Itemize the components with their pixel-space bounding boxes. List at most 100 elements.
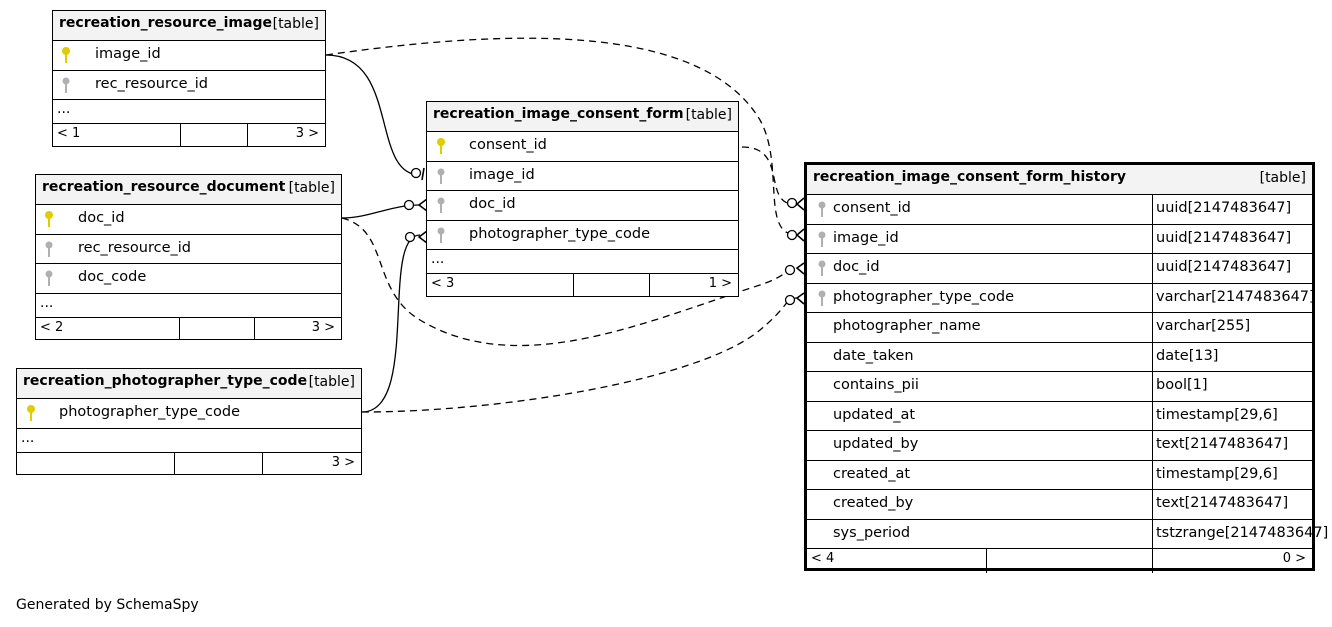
column-row[interactable]: sys_period tstzrange[2147483647] bbox=[807, 519, 1328, 549]
foreign-key-icon bbox=[437, 197, 445, 213]
column-row[interactable]: updated_at timestamp[29,6] bbox=[807, 401, 1312, 431]
column-type: bool[1] bbox=[1156, 377, 1208, 393]
table-recreation-resource-image[interactable]: recreation_resource_image [table] image_… bbox=[52, 10, 326, 147]
table-header: recreation_photographer_type_code [table… bbox=[17, 369, 361, 399]
column-row[interactable]: doc_code bbox=[36, 264, 341, 294]
column-name: doc_code bbox=[78, 269, 147, 285]
column-row[interactable]: photographer_type_code bbox=[427, 221, 738, 250]
table-type-label: [table] bbox=[288, 180, 335, 196]
more-columns: ... bbox=[427, 250, 738, 274]
column-type: text[2147483647] bbox=[1156, 436, 1289, 452]
cardinality-circle bbox=[786, 197, 798, 209]
table-recreation-image-consent-form-history[interactable]: recreation_image_consent_form_history [t… bbox=[804, 162, 1328, 573]
column-name: updated_at bbox=[833, 406, 916, 423]
column-name: photographer_type_code bbox=[469, 225, 651, 242]
parent-count: < 1 bbox=[57, 126, 81, 141]
column-row[interactable]: photographer_type_code bbox=[17, 399, 361, 429]
column-name: image_id bbox=[95, 46, 161, 62]
foreign-key-icon bbox=[437, 168, 445, 184]
link-image-to-history bbox=[325, 37, 798, 236]
child-count: 3 > bbox=[295, 126, 319, 141]
foreign-key-icon bbox=[62, 77, 70, 93]
table-name: recreation_image_consent_form_history bbox=[813, 169, 1126, 185]
column-row[interactable]: created_at timestamp[29,6] bbox=[807, 460, 1312, 490]
column-row[interactable]: image_id uuid[2147483647] bbox=[807, 224, 1312, 254]
column-type: date[13] bbox=[1156, 347, 1219, 364]
table-header: recreation_image_consent_form [table] bbox=[427, 102, 738, 132]
foreign-key-icon bbox=[818, 201, 826, 217]
column-type: uuid[2147483647] bbox=[1156, 229, 1292, 246]
table-recreation-image-consent-form[interactable]: recreation_image_consent_form [table] co… bbox=[426, 101, 739, 297]
column-name: image_id bbox=[833, 229, 899, 246]
column-name: photographer_name bbox=[833, 318, 981, 334]
child-count: 3 > bbox=[311, 319, 335, 335]
column-type: tstzrange[2147483647] bbox=[1156, 524, 1329, 541]
cardinality-circle bbox=[410, 167, 422, 179]
table-type-label: [table] bbox=[272, 16, 319, 32]
column-name: date_taken bbox=[833, 347, 914, 364]
column-name: created_at bbox=[833, 465, 911, 482]
more-columns: ... bbox=[53, 100, 325, 124]
cardinality-circle bbox=[403, 199, 415, 211]
column-name: sys_period bbox=[833, 524, 911, 541]
column-row[interactable]: doc_id bbox=[427, 191, 738, 221]
column-name: contains_pii bbox=[833, 377, 919, 393]
parent-count: < 3 bbox=[431, 276, 455, 291]
column-type: timestamp[29,6] bbox=[1156, 406, 1278, 423]
table-type-label: [table] bbox=[685, 107, 732, 123]
primary-key-icon bbox=[62, 47, 70, 63]
link-phototype-to-history bbox=[361, 297, 798, 413]
table-footer: < 1 3 > bbox=[53, 124, 325, 146]
table-recreation-resource-document[interactable]: recreation_resource_document [table] doc… bbox=[35, 174, 342, 340]
generated-by-credit: Generated by SchemaSpy bbox=[16, 597, 199, 613]
table-header: recreation_resource_image [table] bbox=[53, 11, 325, 41]
table-footer: 3 > bbox=[17, 452, 361, 475]
column-row[interactable]: consent_id bbox=[427, 132, 738, 162]
foreign-key-icon bbox=[45, 241, 53, 257]
table-type-label: [table] bbox=[308, 374, 355, 390]
column-row[interactable]: updated_by text[2147483647] bbox=[807, 431, 1312, 461]
cardinality-circle bbox=[784, 294, 796, 306]
column-name: updated_by bbox=[833, 436, 919, 452]
table-footer: < 2 3 > bbox=[36, 317, 341, 340]
column-name: photographer_type_code bbox=[833, 288, 1015, 305]
parent-count: < 2 bbox=[40, 319, 64, 335]
column-type: uuid[2147483647] bbox=[1156, 259, 1292, 275]
table-footer: < 3 1 > bbox=[427, 274, 738, 296]
column-row[interactable]: image_id bbox=[53, 41, 325, 71]
column-name: doc_id bbox=[469, 196, 516, 212]
column-row[interactable]: image_id bbox=[427, 162, 738, 191]
column-row[interactable]: rec_resource_id bbox=[53, 71, 325, 100]
column-name: created_by bbox=[833, 495, 914, 511]
column-row[interactable]: photographer_name varchar[255] bbox=[807, 313, 1312, 343]
table-header: recreation_image_consent_form_history [t… bbox=[807, 165, 1312, 195]
column-name: doc_id bbox=[78, 210, 125, 226]
column-name: photographer_type_code bbox=[59, 404, 241, 420]
table-name: recreation_photographer_type_code bbox=[23, 373, 308, 389]
child-count: 0 > bbox=[1282, 551, 1306, 566]
column-row[interactable]: rec_resource_id bbox=[36, 235, 341, 264]
column-type: timestamp[29,6] bbox=[1156, 465, 1278, 482]
column-name: image_id bbox=[469, 166, 535, 183]
cardinality-circle bbox=[404, 231, 416, 243]
column-name: consent_id bbox=[469, 137, 547, 153]
column-row[interactable]: doc_id bbox=[36, 205, 341, 235]
column-row[interactable]: date_taken date[13] bbox=[807, 342, 1312, 372]
column-row[interactable]: contains_pii bool[1] bbox=[807, 372, 1312, 402]
table-header: recreation_resource_document [table] bbox=[36, 175, 341, 205]
foreign-key-icon bbox=[818, 260, 826, 276]
primary-key-icon bbox=[437, 138, 445, 154]
link-consent-to-history bbox=[741, 146, 798, 206]
column-name: rec_resource_id bbox=[78, 239, 191, 256]
foreign-key-icon bbox=[818, 231, 826, 247]
table-name: recreation_image_consent_form bbox=[433, 106, 684, 122]
column-type: varchar[255] bbox=[1156, 318, 1251, 334]
link-phototype-to-consent bbox=[361, 234, 421, 413]
table-name: recreation_resource_image bbox=[59, 15, 272, 31]
table-recreation-photographer-type-code[interactable]: recreation_photographer_type_code [table… bbox=[16, 368, 362, 475]
